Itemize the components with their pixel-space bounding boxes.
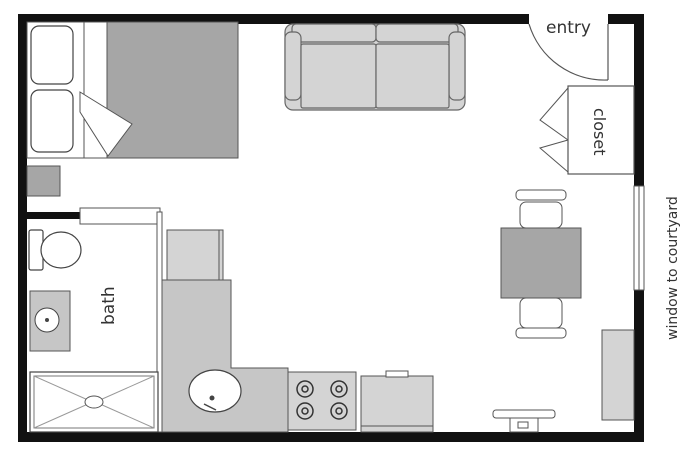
window (633, 185, 645, 291)
window-label: window to courtyard (665, 196, 681, 340)
exterior-walls (18, 14, 644, 442)
sofa (284, 23, 466, 111)
kitchen-sink (188, 369, 242, 413)
closet-label: closet (590, 108, 609, 155)
bathroom-sink (29, 290, 71, 352)
bath-label: bath (99, 286, 119, 325)
small-table (492, 409, 556, 433)
closet (538, 85, 635, 175)
dresser (601, 329, 635, 421)
bathroom-walls (27, 207, 163, 433)
toilet (28, 229, 82, 271)
refrigerator (360, 370, 434, 433)
nightstand (26, 165, 61, 197)
dining-set (500, 189, 582, 339)
entry-label: entry (546, 18, 591, 38)
stove (287, 371, 357, 431)
bed (26, 21, 239, 159)
shower (29, 371, 159, 433)
entry-door (528, 23, 609, 81)
